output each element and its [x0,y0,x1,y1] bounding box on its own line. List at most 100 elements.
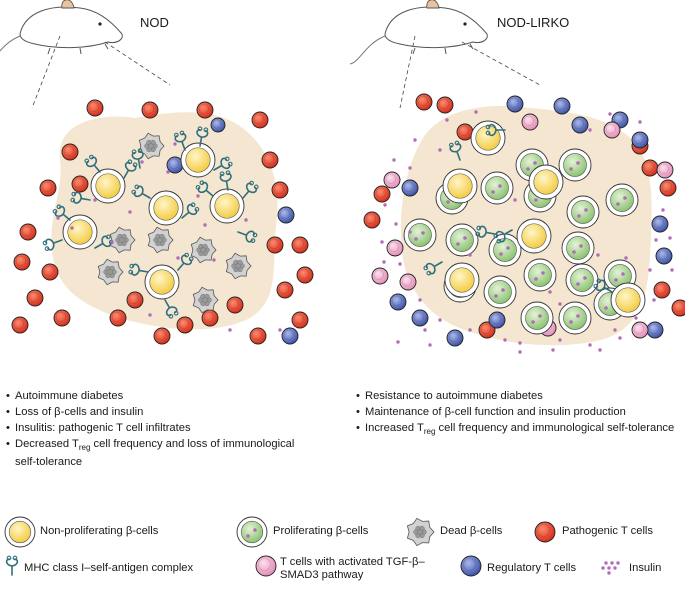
mhc-complex-icon [196,126,209,147]
insulin-granule [616,561,620,565]
non-proliferating-beta-cell [516,218,552,254]
insulin-granule [558,302,562,306]
regulatory-t-cell [646,321,664,339]
dead-beta-cell [406,517,435,547]
legend-icons [4,516,620,577]
mhc-complex-icon [449,140,462,161]
proliferating-beta-cell [558,148,592,182]
mhc-complex-icon [177,252,194,271]
proliferating-beta-cell [561,231,595,265]
proliferating-beta-cell [403,218,437,252]
regulatory-t-cell [446,329,464,347]
pathogenic-t-cell [141,101,159,119]
regulatory-t-cell [281,327,299,345]
legend-label-regulatory: Regulatory T cells [487,562,577,574]
proliferating-beta-cell [236,516,268,548]
legend-label-non-proliferating: Non-proliferating β-cells [40,525,159,537]
pathogenic-t-cell [26,289,44,307]
regulatory-t-cell [166,156,184,174]
non-proliferating-beta-cell [62,214,98,250]
non-proliferating-beta-cell [444,262,480,298]
non-proliferating-beta-cell [209,188,245,224]
pathogenic-t-cell [41,263,59,281]
insulin-granule [110,240,114,244]
bullet-item: Maintenance of β-cell function and insul… [356,405,676,419]
pathogenic-t-cell [436,96,454,114]
mhc-complex-icon [213,156,233,171]
dead-beta-cell [109,226,136,254]
pathogenic-t-cell [363,211,381,229]
insulin-granule [468,253,472,257]
insulin-granule [558,338,562,342]
pathogenic-t-cell [415,93,433,111]
mouse-nod-icon [0,0,123,55]
pathogenic-t-cell [11,316,29,334]
proliferating-beta-cell [483,275,517,309]
pathogenic-t-cell [478,321,496,339]
tgf-t-cell [386,239,404,257]
insulin-granule [203,223,207,227]
legend-label-mhc: MHC class I–self-antigen complex [24,562,194,574]
mhc-complex-icon [174,130,187,151]
insulin-granule [652,298,656,302]
insulin-granule [661,208,665,212]
proliferating-beta-cell [445,223,479,257]
regulatory-t-cell [460,555,482,577]
insulin-granule [601,566,605,570]
insulin-granule [596,253,600,257]
insulin-granule [166,170,170,174]
insulin-granule [383,203,387,207]
bullet-item: Autoimmune diabetes [6,389,306,403]
insulin-granule [607,571,611,575]
insulin-granule [610,561,614,565]
regulatory-t-cell [571,116,589,134]
pathogenic-t-cell [19,223,37,241]
tgf-t-cell [399,273,417,291]
mhc-complex-icon [475,225,496,238]
non-proliferating-beta-cell [148,190,184,226]
non-proliferating-beta-cell [180,142,216,178]
mhc-complex-icon [423,261,443,276]
insulin-granule [670,268,674,272]
pathogenic-t-cell [196,101,214,119]
insulin-granule [278,328,282,332]
pathogenic-t-cell [276,281,294,299]
non-proliferating-beta-cell [4,516,36,548]
tgf-t-cell [631,321,649,339]
bullet-item: Increased Treg cell frequency and immuno… [356,421,676,439]
mhc-complex-icon [123,159,138,179]
insulin-granule [668,236,672,240]
insulin-granule [474,110,478,114]
pathogenic-t-cell [266,236,284,254]
mhc-complex-icon [593,278,613,293]
pathogenic-t-cell [61,143,79,161]
insulin-granule [413,138,417,142]
mhc-complex-icon [219,170,232,191]
mhc-complex-icon [131,148,144,169]
pathogenic-t-cell [641,159,659,177]
insulin-granule [148,313,152,317]
mhc-complex-icon [181,202,200,219]
mhc-complex-icon [42,238,63,251]
legend-label-insulin: Insulin [629,562,662,574]
non-proliferating-beta-cell [528,164,564,200]
insulin-granule [618,336,622,340]
insulin-granule [408,166,412,170]
insulin-granule [396,340,400,344]
insulin-granule [128,210,132,214]
regulatory-t-cell [411,309,429,327]
mhc-complex-icon [485,123,506,137]
non-proliferating-beta-cell [610,282,646,318]
dead-beta-cell [97,258,124,286]
insulin-granule [613,328,617,332]
insulin-granule [70,226,74,230]
insulin-granule [380,240,384,244]
proliferating-beta-cell [523,258,557,292]
tgf-t-cell [603,121,621,139]
tgf-t-cell [383,171,401,189]
non-proliferating-beta-cell [442,168,478,204]
regulatory-t-cell [401,179,419,197]
insulin-granule [196,194,200,198]
mhc-complex-icon [70,191,91,204]
